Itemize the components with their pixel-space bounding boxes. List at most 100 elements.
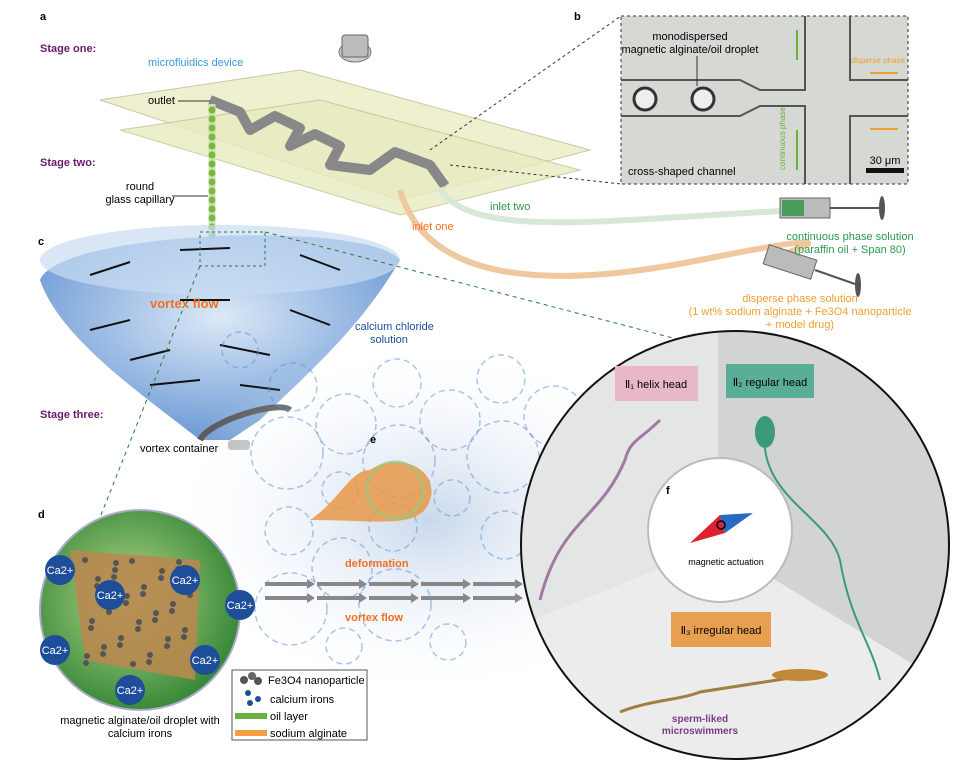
panel-label-f: f (666, 485, 670, 497)
alginate-swirl (325, 627, 363, 665)
irregular-head-badge (671, 612, 771, 647)
droplet-bead (208, 133, 216, 141)
calcium-ion-circle (45, 555, 75, 585)
stage-three-label: Stage three: (40, 409, 104, 421)
glass-capillary (208, 104, 216, 240)
calcium-ion: Ca2+ (45, 555, 75, 585)
continuous-solution-line2: (paraffin oil + Span 80) (794, 244, 905, 256)
channel-label: cross-shaped channel (628, 166, 736, 178)
vortex-arrow (89, 319, 131, 331)
alginate-swirl (372, 358, 422, 408)
vortex-flow-label: vortex flow (150, 296, 220, 311)
calcium-ion: Ca2+ (115, 675, 145, 705)
vortex-arrow (149, 379, 201, 386)
droplet-bead (208, 205, 216, 213)
droplet-label-line2: magnetic alginate/oil droplet (622, 44, 759, 56)
flow-arrow-head (463, 593, 471, 603)
droplet-bead (208, 214, 216, 222)
capillary-label-line1: round (126, 181, 154, 193)
alginate-swirl (419, 389, 481, 451)
fe3o4-nanoparticle (124, 593, 130, 599)
droplet-bead (208, 115, 216, 123)
calcium-ion-circle (40, 635, 70, 665)
droplet-bead (208, 142, 216, 150)
fe3o4-nanoparticle (106, 609, 112, 615)
fe3o4-nanoparticle (130, 661, 136, 667)
fe3o4-nanoparticle (164, 643, 170, 649)
deforming-droplet (310, 460, 432, 522)
fe3o4-nanoparticle (123, 600, 129, 606)
microfluidics-device-label: microfluidics device (148, 57, 243, 69)
inset-b-micrograph (429, 15, 909, 185)
droplet-bead (208, 106, 216, 114)
calcium-ion-circle (95, 580, 125, 610)
cacl-label-line2: solution (370, 334, 408, 346)
calcium-ion: Ca2+ (95, 580, 125, 610)
alginate-swirl (358, 568, 432, 642)
swimmers-label-line2: microswimmers (662, 726, 739, 737)
alginate-swirl (311, 537, 373, 599)
inlet-two-tube (437, 186, 801, 226)
flow-arrows (265, 579, 523, 603)
flow-arrow-head (411, 579, 419, 589)
panel-label-e: e (370, 434, 376, 446)
capillary-label-line2: glass capillary (105, 194, 175, 206)
panel-label-d: d (38, 509, 45, 521)
fe3o4-nanoparticle (170, 601, 176, 607)
calcium-ion-label: Ca2+ (42, 645, 69, 657)
alginate-swirl (268, 362, 318, 412)
fe3o4-nanoparticle (111, 574, 117, 580)
flow-arrow-head (359, 579, 367, 589)
calcium-ion-label: Ca2+ (172, 575, 199, 587)
fe3o4-nanoparticle (83, 660, 89, 666)
calcium-ion-label: Ca2+ (97, 590, 124, 602)
fe3o4-nanoparticle (95, 576, 101, 582)
legend (231, 669, 368, 741)
calcium-ion-circle (190, 645, 220, 675)
fe3o4-nanoparticle (158, 575, 164, 581)
legend-alginate: sodium alginate (270, 728, 347, 740)
continuous-solution-line1: continuous phase solution (786, 231, 913, 243)
fe3o4-nanoparticle (82, 557, 88, 563)
legend-calcium: calcium irons (270, 694, 335, 706)
fe3o4-nanoparticle (135, 626, 141, 632)
helix-head-label: Ⅱ₁ helix head (625, 379, 687, 391)
disperse-solution-line1: disperse phase solution (742, 293, 858, 305)
alginate-swirl (264, 506, 314, 556)
flow-arrow-head (307, 579, 315, 589)
regular-head-badge (726, 364, 814, 398)
calcium-ion-label: Ca2+ (192, 655, 219, 667)
fe3o4-nanoparticle (117, 642, 123, 648)
alginate-swirl (221, 331, 259, 369)
panel-label-a: a (40, 11, 47, 23)
inlet-one-label: inlet one (412, 221, 454, 233)
alginate-swirl (254, 572, 328, 646)
flow-arrow-head (359, 593, 367, 603)
droplet-bead (208, 196, 216, 204)
fe3o4-nanoparticle (147, 652, 153, 658)
flow-arrow-head (515, 593, 523, 603)
inlet-two-label: inlet two (490, 201, 530, 213)
vortex-container-label: vortex container (140, 443, 219, 455)
calcium-ion-label: Ca2+ (47, 565, 74, 577)
calcium-ion: Ca2+ (40, 635, 70, 665)
alginate-swirl (433, 479, 471, 517)
fe3o4-nanoparticle (140, 591, 146, 597)
continuous-phase-label: continuous phase (778, 107, 787, 170)
fe3o4-nanoparticle (113, 560, 119, 566)
outlet-label: outlet (148, 95, 175, 107)
inlet-one-tube (397, 189, 812, 279)
fe3o4-nanoparticle (88, 625, 94, 631)
droplet-bead (208, 169, 216, 177)
deformation-label: deformation (345, 558, 409, 570)
fe3o4-nanoparticle (181, 634, 187, 640)
calcium-ion-label: Ca2+ (227, 600, 254, 612)
calcium-ion: Ca2+ (170, 565, 200, 595)
fe3o4-nanoparticle (152, 617, 158, 623)
droplet-bead (208, 187, 216, 195)
calcium-ion: Ca2+ (225, 590, 255, 620)
disperse-phase-label: disperse phase (851, 56, 906, 65)
alginate-swirl (315, 393, 377, 455)
cacl-label-line1: calcium chloride (355, 321, 434, 333)
